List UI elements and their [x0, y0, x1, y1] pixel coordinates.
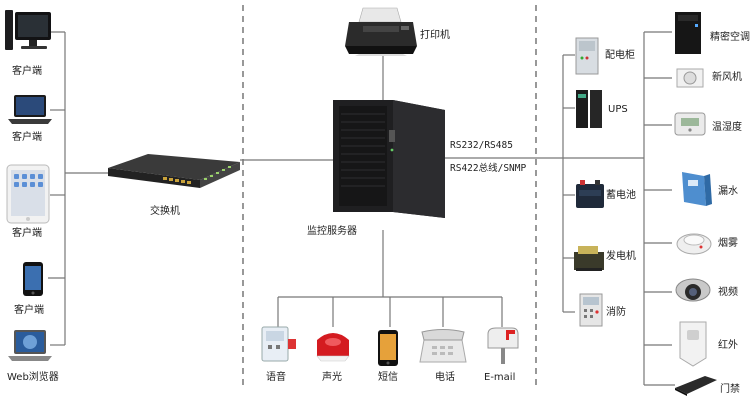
desktop-client-label: 客户端 [12, 66, 42, 77]
phone-client-label: 客户端 [14, 305, 44, 316]
video-camera-icon[interactable] [675, 278, 711, 308]
fresh-air-unit-icon[interactable] [675, 65, 705, 91]
infrared-label: 红外 [718, 340, 738, 351]
generator-label: 发电机 [606, 251, 636, 262]
access-control-icon[interactable] [675, 376, 717, 396]
power-cabinet-label: 配电柜 [605, 50, 635, 61]
printer-label: 打印机 [420, 30, 450, 41]
network-switch-icon[interactable] [108, 150, 240, 190]
precision-ac-label: 精密空调 [710, 32, 750, 43]
ups-label: UPS [608, 104, 628, 115]
temp-humidity-label: 温湿度 [712, 122, 742, 133]
smoke-detector-icon[interactable] [676, 230, 712, 256]
access-control-label: 门禁 [720, 384, 740, 395]
sound-light-alarm-label: 声光 [322, 372, 342, 383]
battery-label: 蓄电池 [606, 190, 636, 201]
bus-protocol-line2: RS422总线/SNMP [450, 163, 527, 174]
monitoring-server-icon[interactable] [333, 100, 445, 218]
fire-label: 消防 [606, 307, 626, 318]
email-label: E-mail [484, 372, 516, 383]
voice-alarm-label: 语音 [266, 372, 286, 383]
server-label: 监控服务器 [307, 226, 357, 237]
tablet-client-icon[interactable] [6, 164, 50, 224]
email-mailbox-icon[interactable] [482, 326, 522, 366]
web-browser-client-label: Web浏览器 [7, 372, 59, 383]
web-browser-client-icon[interactable] [8, 330, 52, 362]
sms-phone-icon[interactable] [378, 330, 398, 366]
video-label: 视频 [718, 287, 738, 298]
infrared-sensor-icon[interactable] [679, 321, 707, 367]
power-cabinet-icon[interactable] [575, 37, 599, 75]
telephone-icon[interactable] [418, 329, 468, 364]
voice-alarm-icon[interactable] [258, 325, 298, 363]
precision-ac-icon[interactable] [675, 12, 701, 54]
water-leak-label: 漏水 [718, 186, 738, 197]
switch-label: 交换机 [150, 206, 180, 217]
printer-icon[interactable] [345, 7, 417, 56]
desktop-client-icon[interactable] [5, 8, 53, 54]
generator-icon[interactable] [574, 244, 604, 272]
sound-light-alarm-icon[interactable] [313, 330, 353, 362]
temp-humidity-sensor-icon[interactable] [674, 112, 706, 136]
sms-label: 短信 [378, 372, 398, 383]
smoke-label: 烟雾 [718, 238, 738, 249]
water-leak-sensor-icon[interactable] [676, 170, 712, 208]
telephone-label: 电话 [435, 372, 455, 383]
laptop-client-label: 客户端 [12, 132, 42, 143]
bus-protocol-line1: RS232/RS485 [450, 140, 513, 151]
fresh-air-label: 新风机 [712, 72, 742, 83]
phone-client-icon[interactable] [23, 262, 43, 296]
fire-panel-icon[interactable] [579, 293, 603, 327]
ups-icon[interactable] [576, 90, 604, 128]
tablet-client-label: 客户端 [12, 228, 42, 239]
laptop-client-icon[interactable] [8, 95, 52, 125]
battery-icon[interactable] [576, 180, 604, 208]
